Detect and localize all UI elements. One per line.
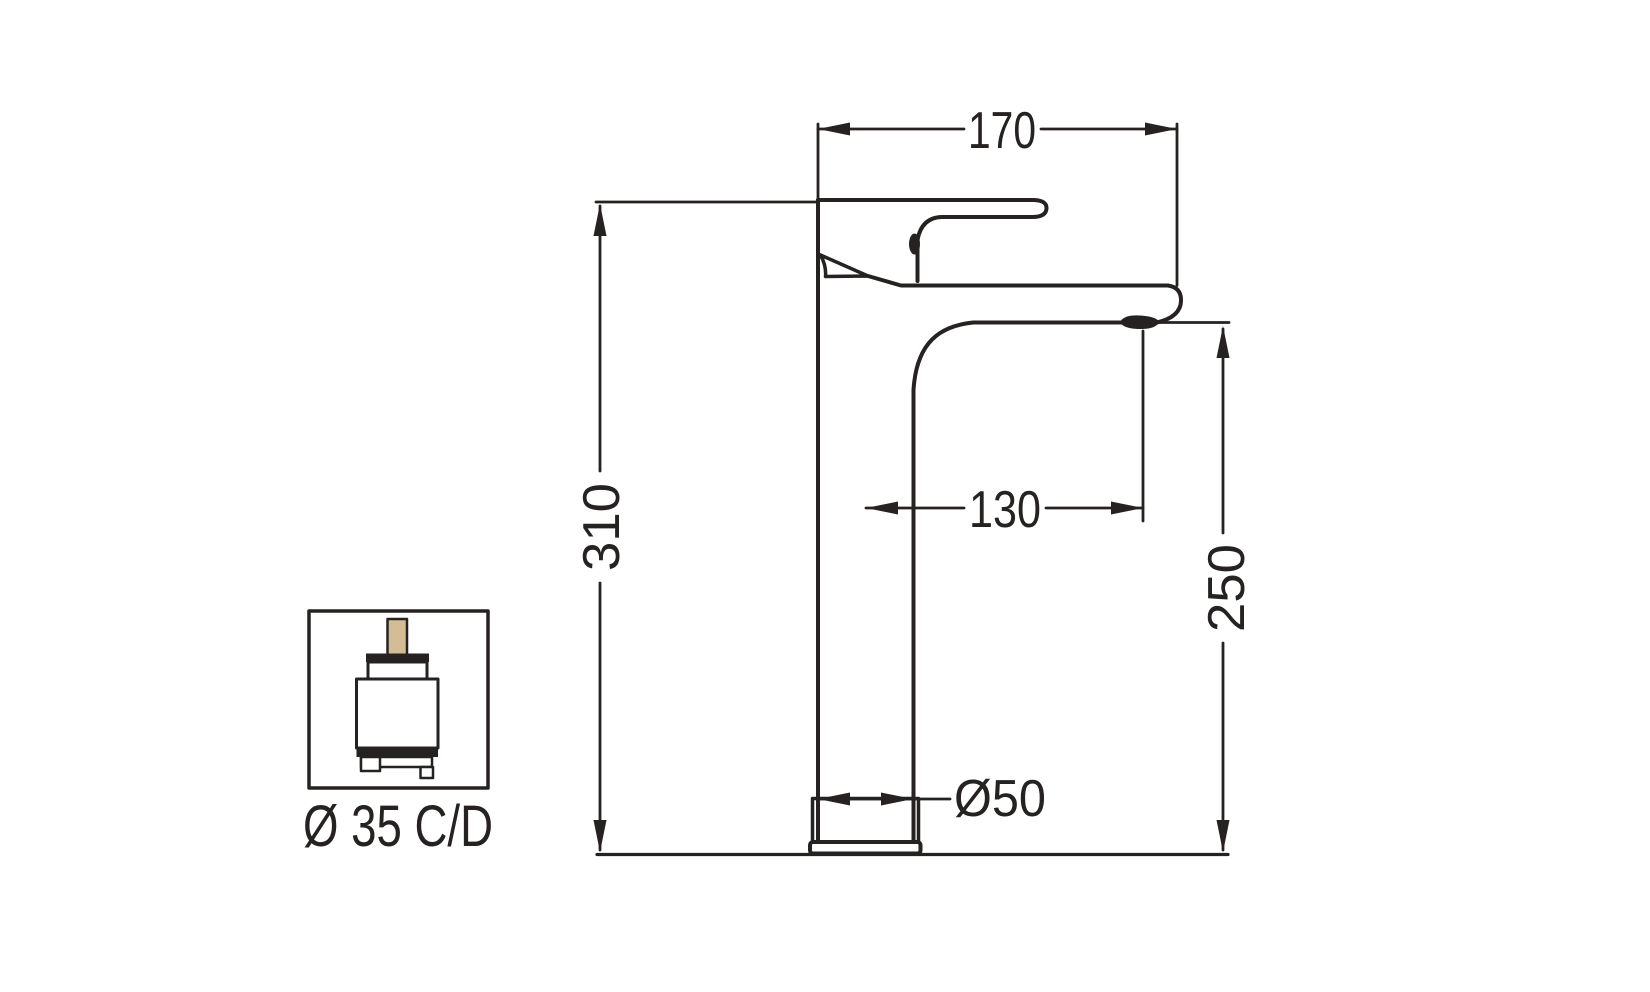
arrowhead-spout-reach-right: [1111, 501, 1143, 515]
dim-spout-reach-label: 130: [969, 481, 1041, 539]
arrowhead-spout-height-bottom: [1216, 820, 1230, 852]
arrowhead-spout-reach-left: [866, 501, 898, 515]
cartridge-stem: [386, 617, 409, 658]
faucet-base-flange: [810, 796, 921, 844]
dim-spout-height-label: 250: [1198, 544, 1256, 632]
arrowhead-spout-height-top: [1216, 326, 1230, 358]
handle-pivot-detail: [909, 233, 920, 255]
faucet-lever-handle: [816, 198, 1049, 283]
arrowhead-top-width-right: [1145, 122, 1177, 136]
dim-base-diameter-label: Ø50: [954, 770, 1046, 828]
dim-overall-height-label: 310: [573, 483, 631, 571]
arrowhead-top-width-left: [818, 122, 850, 136]
cartridge-size-label: Ø 35 C/D: [303, 794, 493, 859]
cartridge-top-seal-band: [366, 653, 429, 662]
aerator-detail: [1120, 315, 1159, 330]
cartridge-foot-right: [419, 765, 435, 780]
drawing-strokes: [307, 122, 1231, 857]
arrowhead-base-diameter-right: [881, 792, 913, 806]
cartridge-foot-left: [359, 755, 382, 773]
drawing-fills: [356, 122, 1230, 852]
cartridge-collar: [366, 660, 429, 681]
arrowhead-overall-height-bottom: [593, 820, 607, 852]
faucet-base-plate: [808, 840, 923, 856]
cartridge-body: [355, 677, 440, 750]
faucet-cap-back: [818, 253, 870, 279]
drawing-labels: 170 310 130 250 Ø50 Ø 35 C/D: [303, 102, 1256, 859]
cartridge-bottom-seal-band: [356, 747, 438, 757]
faucet-body-outline: [816, 198, 1184, 844]
arrowhead-base-diameter-left: [818, 792, 850, 806]
dim-top-width-label: 170: [968, 102, 1036, 160]
arrowhead-overall-height-top: [593, 204, 607, 236]
